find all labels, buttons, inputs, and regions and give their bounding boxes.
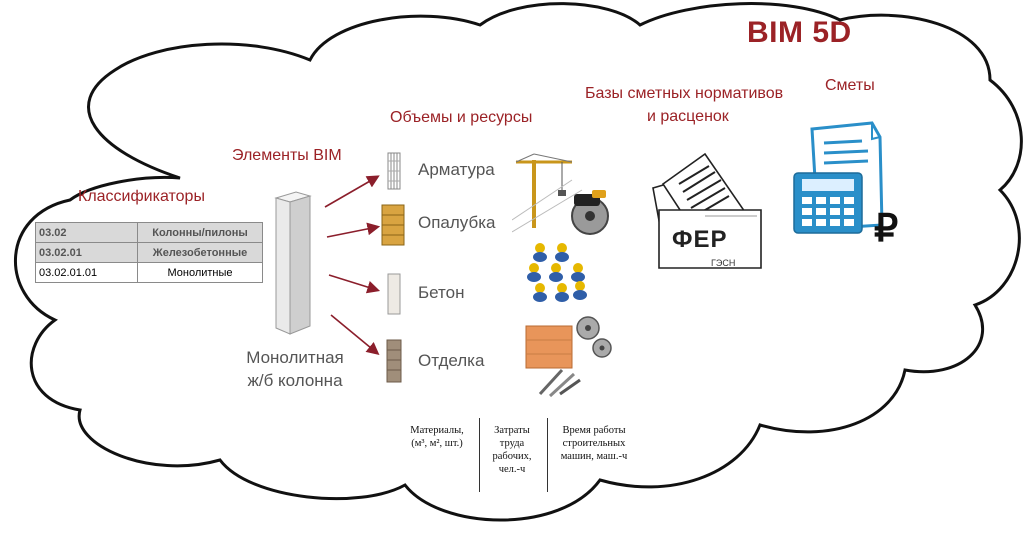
- resource-divider: [479, 418, 480, 492]
- resource-materials-line1: Материалы,: [410, 425, 464, 436]
- classifier-name: Колонны/пилоны: [137, 222, 263, 243]
- resource-divider: [547, 418, 548, 492]
- table-row: 03.02.01.01 Монолитные: [35, 262, 263, 283]
- norms-heading-line2: и расценок: [647, 108, 729, 125]
- worker-group: [527, 243, 587, 302]
- resource-column-labor: Затраты труда рабочих, чел.-ч: [484, 424, 540, 476]
- resource-labor-line1: Затраты: [494, 425, 530, 436]
- table-row: 03.02 Колонны/пилоны: [35, 222, 263, 243]
- estimates-heading: Сметы: [825, 77, 875, 94]
- resource-column-materials: Материалы, (м³, м², шт.): [400, 424, 474, 450]
- card-fer-label: ФЕР: [672, 226, 728, 253]
- resource-labor-line2: труда: [499, 438, 525, 449]
- materials-tools-icon: [525, 316, 612, 398]
- classifier-name: Железобетонные: [137, 242, 263, 263]
- construction-machinery-icon: [512, 153, 609, 235]
- norms-heading-line1: Базы сметных нормативов: [585, 85, 784, 102]
- resource-machines-line1: Время работы: [562, 425, 626, 436]
- concrete-icon: [387, 273, 401, 315]
- resource-labor-line3: рабочих,: [492, 451, 532, 462]
- ruble-icon: ₽: [874, 208, 899, 250]
- rebar-icon: [387, 152, 401, 190]
- classifier-code: 03.02.01: [35, 242, 138, 263]
- resource-labor-line4: чел.-ч: [498, 464, 526, 475]
- arrow-to-formwork: [326, 222, 381, 238]
- bim-elements-heading: Элементы BIM: [232, 147, 342, 164]
- formwork-icon: [381, 204, 405, 246]
- classifier-table: 03.02 Колонны/пилоны 03.02.01 Железобето…: [35, 222, 263, 283]
- arrow-to-concrete: [328, 274, 381, 294]
- table-row: 03.02.01 Железобетонные: [35, 242, 263, 263]
- volume-item-concrete: Бетон: [418, 283, 465, 302]
- workers-icon: [527, 243, 587, 302]
- finishing-icon: [386, 339, 402, 383]
- diagram-title: BIM 5D: [747, 16, 852, 49]
- arrow-to-rebar: [324, 175, 380, 208]
- resource-column-machines: Время работы строительных машин, маш.-ч: [552, 424, 636, 463]
- volume-item-formwork: Опалубка: [418, 213, 496, 232]
- volume-item-rebar: Арматура: [418, 160, 495, 179]
- classifier-code: 03.02: [35, 222, 138, 243]
- classifier-code: 03.02.01.01: [35, 262, 138, 283]
- estimates-icon: [793, 121, 884, 234]
- resource-machines-line2: строительных: [562, 438, 626, 449]
- volume-item-finishing: Отделка: [418, 351, 485, 370]
- column-label-line1: Монолитная: [246, 348, 344, 367]
- resource-machines-line3: машин, маш.-ч: [560, 451, 628, 462]
- card-gesn-label: ГЭСН: [711, 258, 736, 268]
- volumes-heading: Объемы и ресурсы: [390, 109, 533, 126]
- concrete-column-icon: [274, 191, 312, 335]
- norms-documents-icon: [652, 152, 762, 269]
- resource-materials-line2: (м³, м², шт.): [411, 438, 463, 449]
- classifier-name: Монолитные: [137, 262, 263, 283]
- arrows-group: [324, 175, 381, 356]
- classifiers-heading: Классификаторы: [78, 188, 205, 205]
- arrow-to-finishing: [330, 314, 380, 356]
- column-label-line2: ж/б колонна: [247, 371, 343, 390]
